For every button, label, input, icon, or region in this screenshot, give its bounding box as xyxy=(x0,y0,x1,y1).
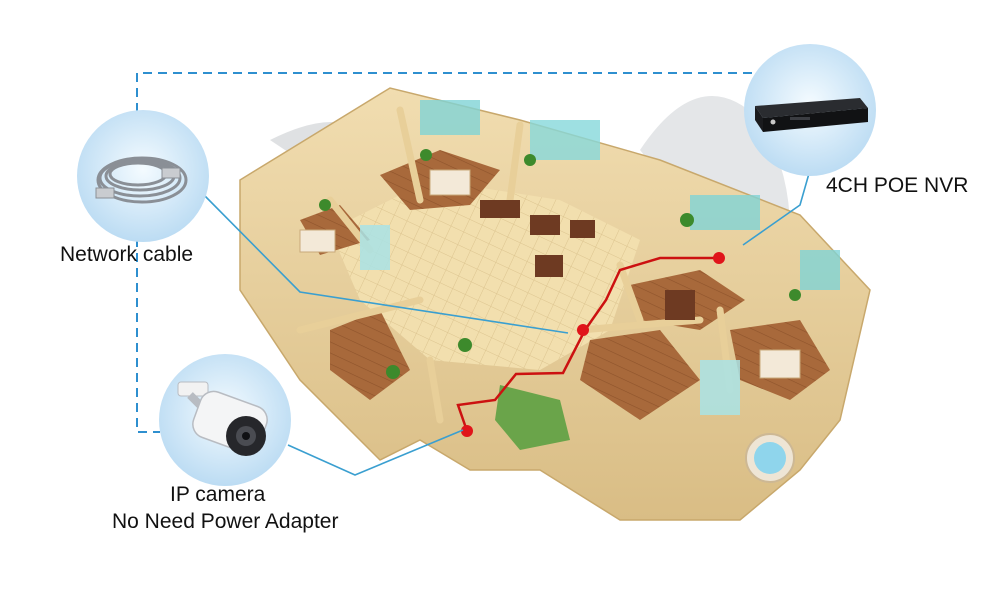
ip-camera-label: IP camera xyxy=(170,483,266,506)
nvr-label: 4CH POE NVR xyxy=(826,174,969,197)
link-lines xyxy=(202,169,811,476)
no-power-adapter-label: No Need Power Adapter xyxy=(112,510,339,533)
house-floorplan-illustration xyxy=(239,87,871,521)
ip-camera-icon xyxy=(159,354,291,486)
network-cable-label: Network cable xyxy=(60,243,194,266)
dashed-connection xyxy=(136,72,752,433)
nvr-device-icon xyxy=(744,44,876,176)
cable-route xyxy=(456,252,725,437)
network-cable-icon xyxy=(77,110,209,242)
